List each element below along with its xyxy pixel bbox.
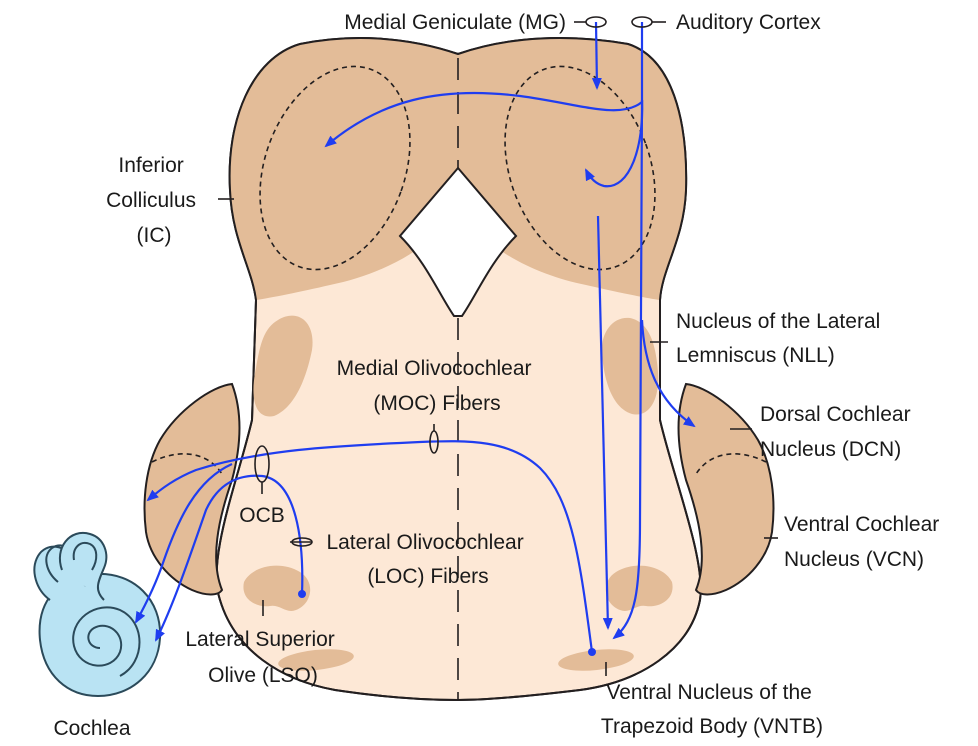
label-mg: Medial Geniculate (MG) <box>344 11 566 34</box>
label-vntb: Ventral Nucleus of the Trapezoid Body (V… <box>601 681 823 738</box>
label-vcn: Ventral Cochlear Nucleus (VCN) <box>784 513 945 571</box>
label-ocb: OCB <box>239 504 285 527</box>
label-cochlea: Cochlea <box>53 717 130 740</box>
moc-origin-dot <box>588 648 596 656</box>
label-auditory-cortex: Auditory Cortex <box>676 11 821 34</box>
loc-origin-dot <box>298 590 306 598</box>
label-nll: Nucleus of the Lateral Lemniscus (NLL) <box>676 310 886 367</box>
label-dcn: Dorsal Cochlear Nucleus (DCN) <box>760 403 916 461</box>
label-ic: Inferior Colliculus (IC) <box>106 154 202 247</box>
mg-descending-path <box>596 22 597 88</box>
